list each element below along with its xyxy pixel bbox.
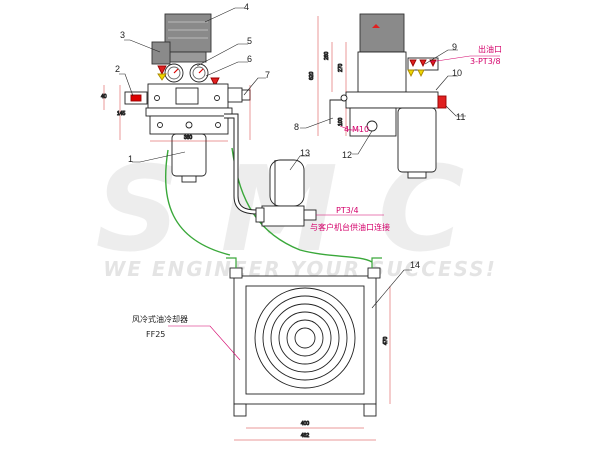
side-view: 620 260 270 100: [309, 13, 447, 179]
dim-cooler-height: 470: [383, 336, 389, 345]
supply-thread: PT3/4: [336, 206, 359, 215]
dim-front-width: 380: [184, 135, 193, 141]
dim-side-base: 100: [338, 117, 344, 126]
annotations: 出油口 3-PT3/8 4-M10 PT3/4 与客户机台供油口连接 风冷式油冷…: [132, 44, 502, 339]
callout-11: 11: [456, 112, 465, 122]
callout-12: 12: [342, 150, 352, 160]
outlet-thread: 3-PT3/8: [470, 57, 501, 66]
dim-front-small: 40: [101, 94, 107, 100]
callout-8: 8: [294, 122, 299, 132]
bolt-note: 4-M10: [344, 125, 369, 134]
callout-1: 1: [128, 154, 133, 164]
dim-cooler-width: 400: [301, 421, 310, 427]
hose-left: [165, 149, 231, 256]
cooler-model: FF25: [146, 330, 165, 339]
tank-flange: [149, 115, 229, 135]
callout-numbers: 1 2 3 4 5 6 7 8 9 10 11 12 13 14: [115, 2, 465, 270]
leader-lines: [119, 7, 500, 361]
green-hoses: [165, 147, 373, 263]
air-cooler: 400 482 470: [226, 257, 391, 441]
outlet-label: 出油口: [478, 44, 502, 54]
return-filter: [397, 107, 437, 173]
front-view: 380 145 40: [101, 13, 259, 215]
callout-5: 5: [247, 36, 252, 46]
callout-2: 2: [115, 64, 120, 74]
hose-right: [231, 147, 373, 263]
cooler-name: 风冷式油冷却器: [132, 314, 188, 324]
dim-side-top: 260: [324, 51, 330, 60]
callout-6: 6: [247, 54, 252, 64]
side-motor: [359, 13, 405, 53]
cooler-fan: [254, 287, 356, 389]
motor-body: [164, 13, 212, 53]
callout-7: 7: [265, 70, 270, 80]
callout-14: 14: [410, 260, 420, 270]
callout-13: 13: [300, 148, 310, 158]
callout-4: 4: [244, 2, 249, 12]
dim-front-side: 145: [117, 111, 126, 117]
dim-side-mid: 270: [338, 63, 344, 72]
terminal-box: [151, 41, 171, 65]
supply-note: 与客户机台供油口连接: [310, 222, 390, 232]
accumulator: [255, 159, 317, 227]
callout-10: 10: [452, 68, 462, 78]
callout-9: 9: [452, 42, 457, 52]
dim-cooler-overall-width: 482: [301, 433, 310, 439]
callout-3: 3: [120, 30, 125, 40]
dim-side-height: 620: [309, 71, 315, 80]
